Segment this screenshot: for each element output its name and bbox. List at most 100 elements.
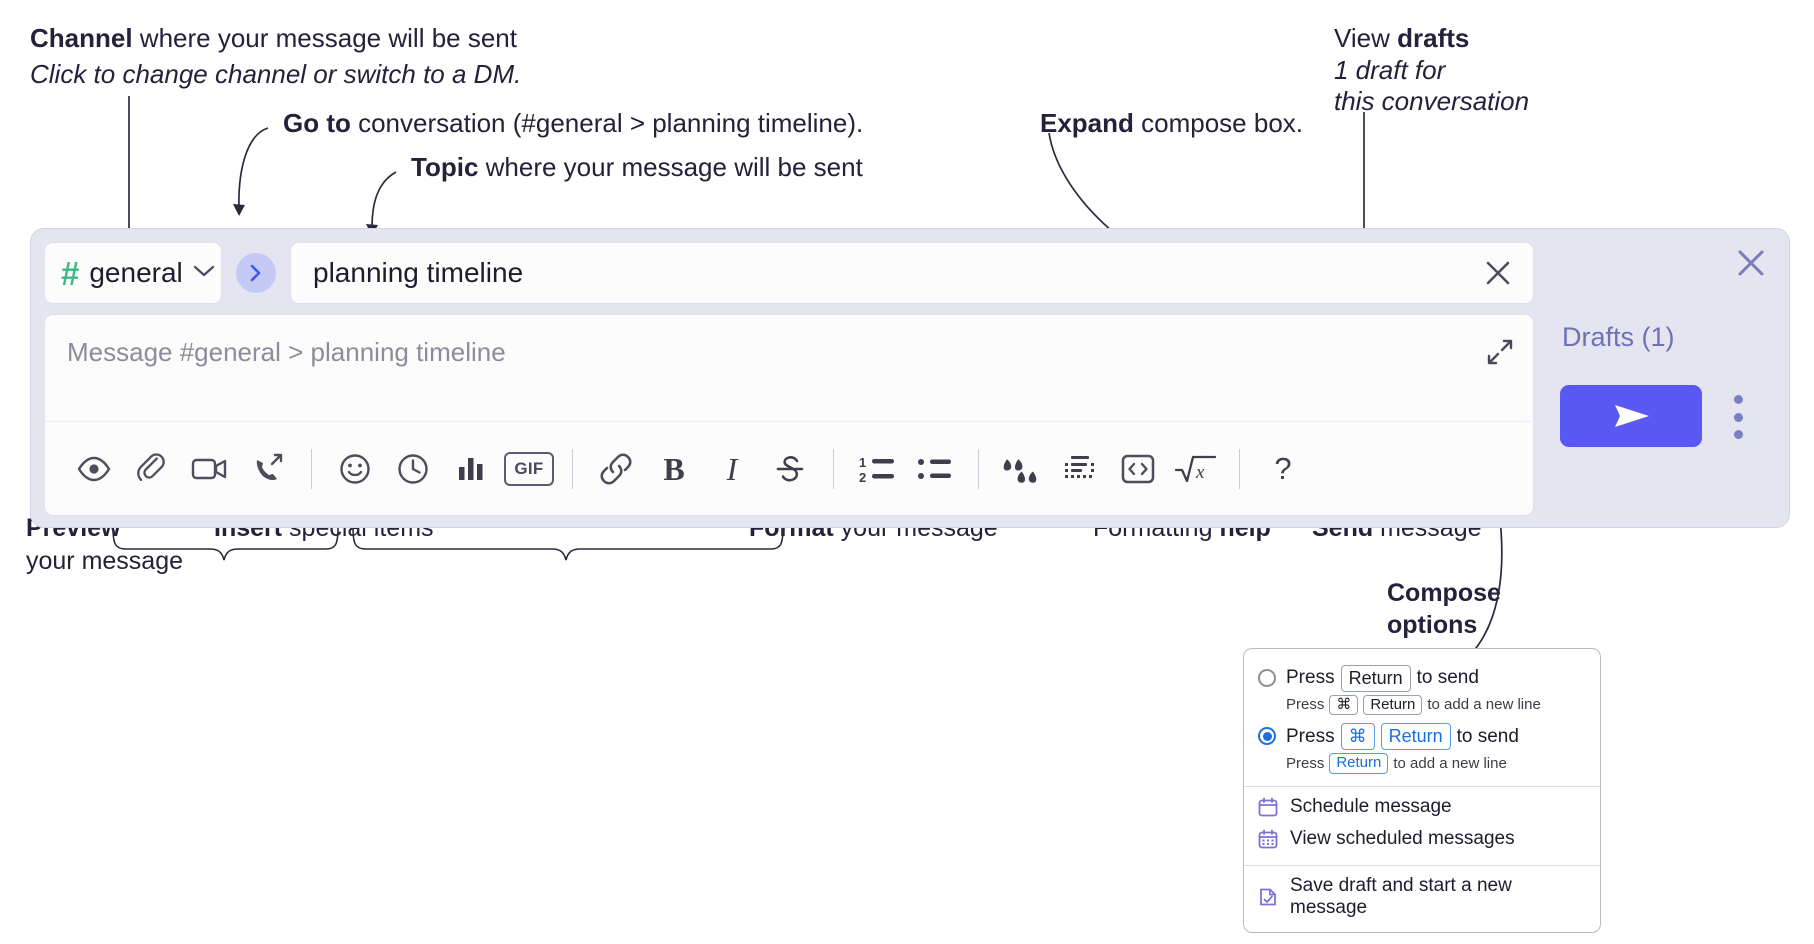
annotation-compose-options-bold1: Compose — [1387, 579, 1501, 607]
compose-right-column: Drafts (1) — [1547, 229, 1791, 529]
clear-topic-icon[interactable] — [1481, 256, 1515, 290]
send-option-cmd-return[interactable]: Press ⌘ Return to send — [1244, 717, 1600, 750]
calendar-view-icon — [1258, 829, 1278, 849]
link-icon[interactable] — [587, 440, 645, 498]
chevron-down-icon — [193, 263, 215, 283]
annotation-expand-bold: Expand — [1040, 108, 1134, 138]
clock-icon[interactable] — [384, 440, 442, 498]
preview-icon[interactable] — [65, 440, 123, 498]
option-prefix: Press — [1286, 667, 1335, 689]
attachment-icon[interactable] — [123, 440, 181, 498]
calendar-schedule-icon — [1258, 797, 1278, 817]
video-clip-icon[interactable] — [181, 440, 239, 498]
annotation-drafts-italic-1: 1 draft for — [1334, 55, 1446, 85]
code-icon[interactable] — [1109, 440, 1167, 498]
menu-item-label: Schedule message — [1290, 795, 1452, 817]
channel-selector-button[interactable]: # general — [44, 242, 222, 304]
toolbar-divider — [311, 449, 312, 489]
kebab-dot — [1733, 395, 1743, 404]
annotation-drafts-l2: this conversation — [1334, 85, 1529, 118]
send-option-cmd-return-main: Press ⌘ Return to send — [1286, 723, 1519, 750]
annotation-topic-bold: Topic — [411, 152, 479, 182]
key-return: Return — [1329, 752, 1389, 774]
leader-goto — [238, 127, 269, 209]
topic-input[interactable]: planning timeline — [290, 242, 1534, 304]
code-block-icon[interactable] — [1051, 440, 1109, 498]
annotation-drafts-prefix: View — [1334, 23, 1398, 53]
compose-header-row: # general planning timeline — [44, 242, 1534, 304]
send-button[interactable] — [1560, 385, 1702, 447]
svg-text:x: x — [1195, 462, 1205, 483]
menu-item-view-scheduled[interactable]: View scheduled messages — [1244, 823, 1600, 855]
svg-text:1: 1 — [859, 455, 866, 470]
menu-item-save-draft[interactable]: Save draft and start a new message — [1244, 870, 1600, 924]
compose-inner: # general planning timeline — [44, 242, 1535, 516]
annotation-channel-sub: Click to change channel or switch to a D… — [30, 58, 521, 91]
message-placeholder: Message #general > planning timeline — [67, 337, 506, 367]
toolbar-divider — [1239, 449, 1240, 489]
italic-label: I — [726, 450, 738, 487]
menu-divider — [1244, 864, 1600, 866]
annotation-channel: Channel where your message will be sent — [30, 22, 517, 55]
latex-math-icon[interactable]: x — [1167, 440, 1225, 498]
annotation-preview-line2: your message — [26, 547, 184, 575]
chevron-right-icon — [250, 264, 261, 282]
annotation-goto-bold: Go to — [283, 108, 351, 138]
option-sub-suffix: to add a new line — [1427, 696, 1541, 714]
help-icon[interactable]: ? — [1254, 440, 1312, 498]
strikethrough-icon[interactable] — [761, 440, 819, 498]
radio-selected[interactable] — [1258, 727, 1276, 746]
bold-icon[interactable]: B — [645, 440, 703, 498]
hash-icon: # — [61, 254, 80, 292]
annotation-topic: Topic where your message will be sent — [411, 151, 863, 184]
send-option-return[interactable]: Press Return to send — [1244, 659, 1600, 692]
compose-options-menu: Press Return to send Press ⌘ Return to a… — [1243, 648, 1601, 933]
menu-item-schedule-message[interactable]: Schedule message — [1244, 791, 1600, 823]
message-input-box[interactable]: Message #general > planning timeline — [44, 314, 1535, 516]
go-to-conversation-button[interactable] — [236, 253, 276, 293]
poll-icon[interactable] — [442, 440, 500, 498]
blockquote-icon[interactable] — [993, 440, 1051, 498]
bold-label: B — [663, 450, 685, 487]
key-command: ⌘ — [1329, 694, 1359, 716]
channel-name-label: general — [89, 257, 183, 288]
annotation-compose-options-bold2: options — [1387, 611, 1478, 639]
compose-options-button[interactable] — [1727, 395, 1749, 439]
key-return: Return — [1380, 723, 1451, 750]
menu-item-label: View scheduled messages — [1290, 827, 1515, 849]
drafts-link[interactable]: Drafts (1) — [1562, 322, 1675, 352]
option-suffix: to send — [1456, 725, 1519, 747]
formatting-toolbar: GIF B I — [45, 422, 1535, 516]
send-option-return-sub: Press ⌘ Return to add a new line — [1244, 692, 1600, 718]
italic-icon[interactable]: I — [703, 440, 761, 498]
kebab-dot — [1733, 412, 1743, 422]
annotation-preview-l2: your message — [26, 545, 183, 577]
annotation-compose-options-l2: options — [1387, 609, 1477, 641]
audio-clip-icon[interactable] — [239, 440, 297, 498]
annotation-drafts-italic-2: this conversation — [1334, 86, 1530, 116]
radio-unselected[interactable] — [1258, 669, 1276, 687]
menu-item-label: Save draft and start a new message — [1290, 874, 1512, 918]
send-option-return-main: Press Return to send — [1286, 665, 1479, 692]
option-sub-prefix: Press — [1286, 696, 1325, 714]
bulleted-list-icon[interactable] — [906, 440, 964, 498]
leader-topic — [371, 171, 397, 229]
annotation-compose-options-l1: Compose — [1387, 577, 1501, 609]
emoji-icon[interactable] — [326, 440, 384, 498]
option-prefix: Press — [1286, 725, 1335, 747]
annotation-expand-rest: compose box. — [1133, 108, 1304, 138]
annotation-goto-rest: conversation (#general > planning timeli… — [350, 108, 864, 138]
gif-icon[interactable]: GIF — [500, 440, 558, 498]
annotation-drafts: View drafts — [1334, 22, 1469, 55]
svg-text:2: 2 — [859, 470, 866, 485]
toolbar-divider — [572, 449, 573, 489]
annotation-expand: Expand compose box. — [1040, 107, 1303, 140]
toolbar-divider — [833, 449, 834, 489]
expand-icon[interactable] — [1485, 337, 1515, 372]
annotation-drafts-l1: 1 draft for — [1334, 54, 1445, 87]
option-sub-suffix: to add a new line — [1393, 754, 1507, 772]
key-command: ⌘ — [1340, 723, 1375, 750]
close-icon[interactable] — [1733, 245, 1769, 286]
